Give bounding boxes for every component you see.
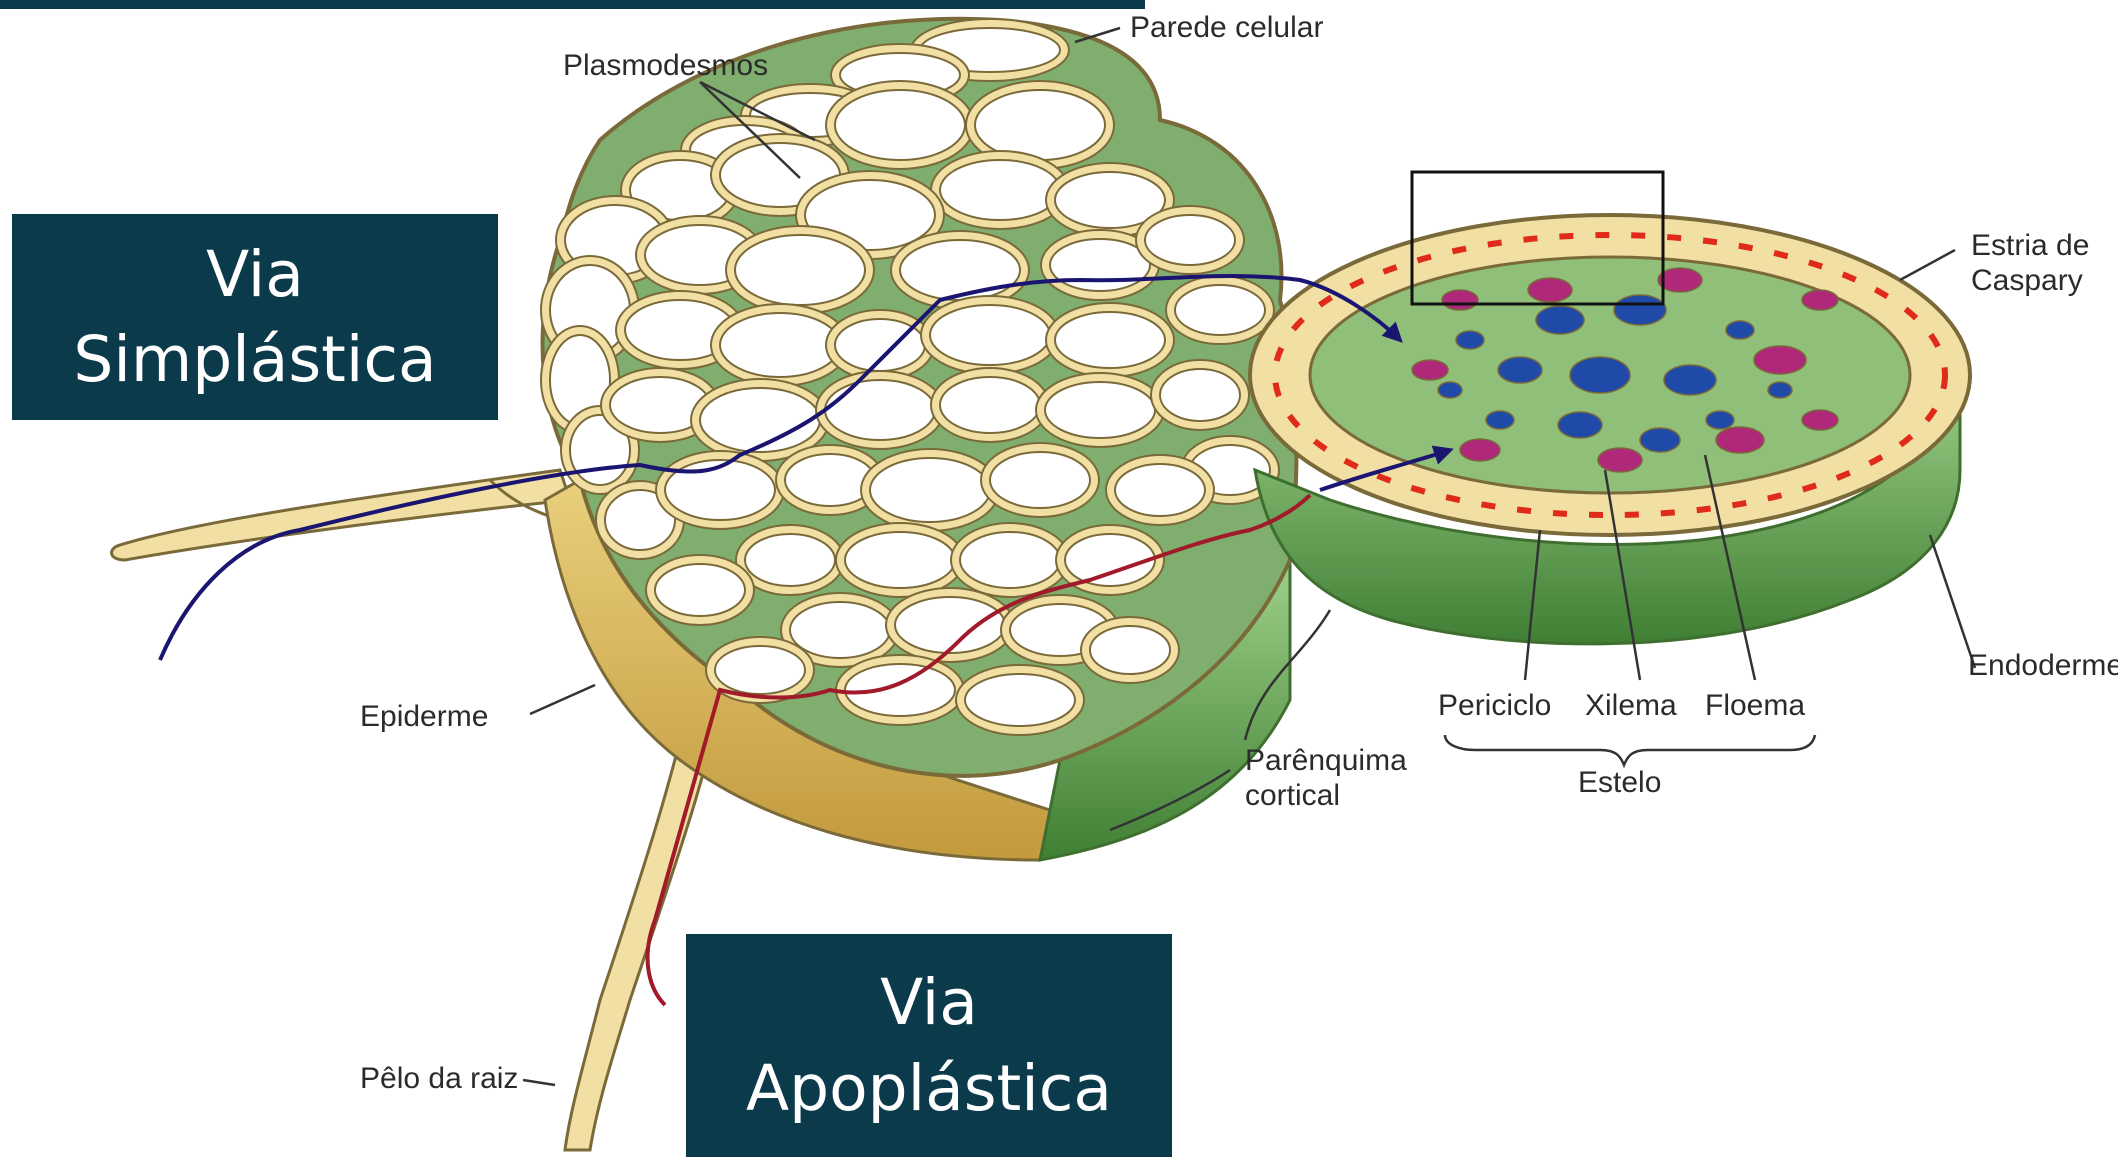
xylem-vessel — [1558, 412, 1602, 438]
xylem-vessel — [1536, 306, 1584, 334]
xylem-vessel — [1570, 357, 1630, 393]
label-plasmodesmos: Plasmodesmos — [563, 49, 768, 82]
cortex-cell-vacuole — [700, 388, 820, 452]
label-pelo-da-raiz: Pêlo da raiz — [360, 1062, 518, 1095]
xylem-vessel — [1498, 357, 1542, 383]
xylem-vessel — [1640, 428, 1680, 452]
phloem-cell — [1412, 360, 1448, 380]
cortex-cell-vacuole — [720, 313, 840, 377]
cortex-cell-vacuole — [960, 532, 1060, 588]
cortex-cell-vacuole — [1055, 312, 1165, 368]
label-xilema: Xilema — [1585, 689, 1677, 722]
label-floema: Floema — [1705, 689, 1805, 722]
cortex-cell-vacuole — [990, 452, 1090, 508]
cortex-cell-vacuole — [930, 305, 1050, 365]
cortex-cell-vacuole — [1090, 626, 1170, 674]
banner-simplastica-line1: Via — [206, 232, 304, 317]
xylem-vessel — [1706, 411, 1734, 429]
cortex-cell-vacuole — [895, 597, 1005, 653]
phloem-cell — [1802, 290, 1838, 310]
phloem-cell — [1528, 278, 1572, 302]
phloem-cell — [1460, 439, 1500, 461]
cortex-cell-vacuole — [1175, 285, 1265, 335]
phloem-cell — [1802, 410, 1838, 430]
label-parede-celular: Parede celular — [1130, 11, 1323, 44]
xylem-vessel — [1456, 331, 1484, 349]
label-epiderme: Epiderme — [360, 700, 488, 733]
cortex-cell-vacuole — [845, 532, 955, 588]
label-estelo: Estelo — [1578, 766, 1661, 799]
cortex-cell-vacuole — [900, 240, 1020, 300]
cortex-cell-vacuole — [1050, 239, 1150, 291]
label-estria-caspary-2: Caspary — [1971, 264, 2083, 297]
xylem-vessel — [1768, 382, 1792, 398]
cortex-cell-vacuole — [715, 646, 805, 694]
cortex-cell-vacuole — [1160, 369, 1240, 421]
banner-apoplastica-line2: Apoplástica — [746, 1046, 1112, 1131]
phloem-cell — [1442, 290, 1478, 310]
cortex-cell-vacuole — [825, 380, 935, 440]
cortex-cell-vacuole — [735, 235, 865, 305]
xylem-vessel — [1614, 295, 1666, 325]
cortex-cell-vacuole — [845, 664, 955, 716]
cortex-cell-vacuole — [745, 534, 835, 586]
cortex-cell-vacuole — [1065, 534, 1155, 586]
label-periciclo: Periciclo — [1438, 689, 1551, 722]
xylem-vessel — [1664, 365, 1716, 395]
xylem-vessel — [1726, 321, 1754, 339]
label-parenquima-1: Parênquima — [1245, 744, 1407, 777]
banner-simplastica-line2: Simplástica — [73, 317, 436, 402]
cortex-cell-vacuole — [835, 90, 965, 160]
cortex-cell-vacuole — [1045, 382, 1155, 438]
banner-via-simplastica: Via Simplástica — [12, 214, 498, 420]
cortex-cell-vacuole — [975, 90, 1105, 160]
phloem-cell — [1598, 448, 1642, 472]
cortex-cell-vacuole — [965, 674, 1075, 726]
phloem-cell — [1754, 346, 1806, 374]
cortex-cell-vacuole — [655, 564, 745, 616]
cortex-cell-vacuole — [1145, 215, 1235, 265]
phloem-cell — [1658, 268, 1702, 292]
xylem-vessel — [1486, 411, 1514, 429]
label-parenquima-2: cortical — [1245, 779, 1340, 812]
cortex-cell-vacuole — [940, 377, 1040, 433]
cortex-cell-vacuole — [870, 458, 990, 522]
banner-via-apoplastica: Via Apoplástica — [686, 934, 1172, 1157]
cortex-cell-vacuole — [1115, 464, 1205, 516]
cortex-cell-vacuole — [940, 160, 1060, 220]
xylem-vessel — [1438, 382, 1462, 398]
phloem-cell — [1716, 427, 1764, 453]
cortex-cell-vacuole — [790, 602, 890, 658]
label-estria-caspary-1: Estria de — [1971, 229, 2089, 262]
label-endoderme: Endoderme — [1968, 649, 2118, 682]
cortex-cell-vacuole — [665, 460, 775, 520]
banner-apoplastica-line1: Via — [880, 960, 978, 1045]
